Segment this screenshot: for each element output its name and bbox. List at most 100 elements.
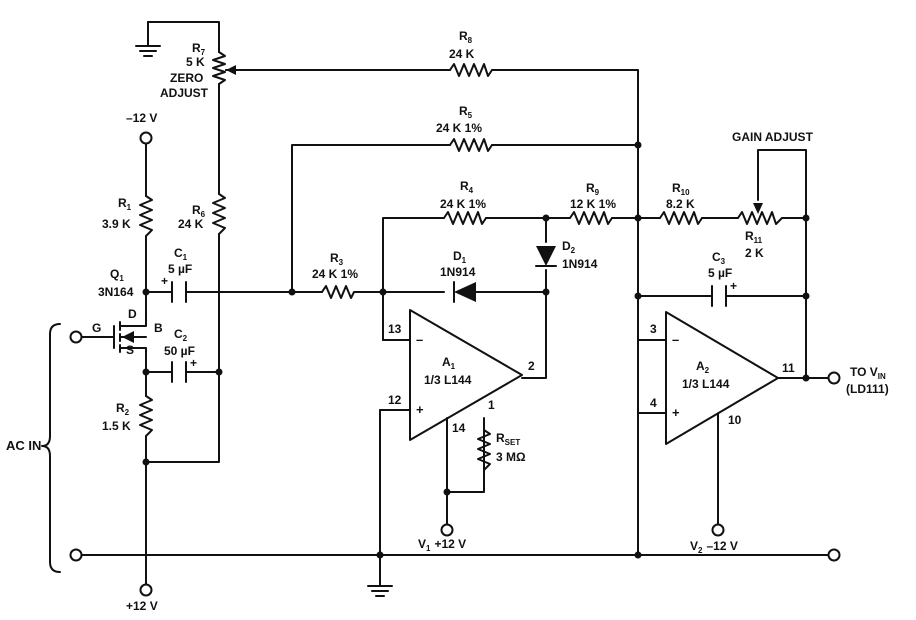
terminal-pos12v[interactable]	[139, 583, 153, 597]
q1-body-label: B	[154, 321, 163, 335]
resistor-r11	[737, 203, 783, 225]
r6-name: R6	[192, 203, 206, 219]
wire-d2-out	[521, 269, 547, 379]
wire-gain-adjust	[757, 149, 807, 219]
diode-d2	[535, 246, 557, 267]
a1-plus: +	[416, 402, 424, 417]
opamp-a1	[409, 309, 523, 441]
ld111-label: (LD111)	[846, 382, 889, 396]
r4-value: 24 K 1%	[440, 197, 486, 211]
wire-r8-right	[491, 69, 639, 556]
gain-adjust-label: GAIN ADJUST	[732, 130, 814, 144]
a1-value: 1/3 L144	[424, 373, 472, 387]
r4-name: R4	[460, 179, 474, 195]
a2-pin-4: 4	[650, 396, 657, 410]
r9-name: R9	[586, 181, 600, 197]
r7-adjust-label: ADJUST	[160, 86, 209, 100]
resistor-r4	[443, 211, 487, 225]
r10-name: R10	[672, 181, 690, 197]
terminal-v2[interactable]	[711, 523, 725, 537]
ground-icon	[135, 45, 161, 57]
resistor-r9	[569, 211, 613, 225]
a1-pin-1: 1	[488, 398, 495, 412]
resistor-r5	[449, 138, 493, 152]
c3-name: C3	[712, 250, 726, 266]
terminal-to-vin[interactable]	[827, 371, 841, 385]
capacitor-c1	[171, 281, 187, 303]
capacitor-c2	[171, 361, 187, 383]
resistor-r8	[449, 63, 493, 77]
a2-name: A2	[696, 359, 710, 375]
resistor-r6	[212, 193, 226, 235]
c2-name: C2	[174, 327, 188, 343]
opamp-a2	[665, 311, 779, 445]
resistor-r2	[139, 395, 153, 437]
pos12v-label: +12 V	[126, 599, 158, 613]
a2-minus: –	[672, 332, 679, 347]
terminal-ac-in-ground[interactable]	[69, 548, 83, 562]
rset-value: 3 MΩ	[496, 450, 526, 464]
a1-pin-13: 13	[388, 322, 402, 336]
resistor-r1	[139, 195, 153, 237]
r1-value: 3.9 K	[102, 217, 131, 231]
r8-name: R8	[459, 29, 473, 45]
c3-value: 5 µF	[708, 266, 732, 280]
v2-label: V2–12 V	[690, 539, 738, 555]
d2-value: 1N914	[562, 257, 598, 271]
c2-plus: +	[190, 356, 197, 370]
r7-value: 5 K	[186, 55, 205, 69]
r11-value: 2 K	[745, 246, 764, 260]
d1-value: 1N914	[440, 265, 476, 279]
r6-value: 24 K	[178, 217, 204, 231]
resistor-r3	[321, 285, 357, 299]
wiper-arrow-icon	[226, 65, 236, 75]
arrow-icon	[122, 331, 134, 343]
a1-name: A1	[442, 355, 456, 371]
q1-source-label: S	[126, 343, 134, 357]
r10-value: 8.2 K	[666, 197, 695, 211]
junction-dots	[142, 141, 810, 559]
a2-pin-11: 11	[782, 361, 795, 375]
c1-name: C1	[174, 246, 188, 262]
d1-name: D1	[453, 249, 467, 265]
r5-value: 24 K 1%	[436, 121, 482, 135]
resistor-r10	[659, 211, 703, 225]
wire-r7-top	[147, 21, 220, 53]
r1-name: R1	[118, 196, 132, 212]
terminal-neg12v[interactable]	[139, 131, 153, 145]
a1-minus: –	[416, 332, 423, 347]
q1-value: 3N164	[98, 285, 134, 299]
r3-name: R3	[330, 251, 344, 267]
r8-value: 24 K	[449, 47, 475, 61]
a1-pin-14: 14	[452, 421, 466, 435]
a2-pin-10: 10	[728, 413, 742, 427]
terminal-v1[interactable]	[440, 523, 454, 537]
q1-gate-label: G	[92, 321, 101, 335]
diode-d1	[453, 281, 476, 303]
ground-icon	[367, 585, 393, 597]
r2-name: R2	[116, 401, 130, 417]
wire-r5-left	[291, 144, 451, 291]
ac-in-label: AC IN	[6, 438, 41, 453]
r3-value: 24 K 1%	[312, 267, 358, 281]
r11-name: R11	[745, 229, 763, 245]
a1-pin-12: 12	[388, 393, 402, 407]
c3-plus: +	[730, 279, 737, 293]
rset-name: RSET	[496, 431, 520, 447]
a2-plus: +	[672, 405, 680, 420]
c2-value: 50 µF	[164, 344, 195, 358]
wire-rset-loop	[446, 417, 485, 493]
neg12v-label: –12 V	[126, 111, 157, 125]
wiper-arrow-icon	[753, 203, 763, 214]
wire-r6-bottom	[145, 233, 220, 463]
terminal-ground-right[interactable]	[827, 548, 841, 562]
r2-value: 1.5 K	[102, 419, 131, 433]
wire-r4-left	[382, 217, 445, 341]
terminal-ac-in-gate[interactable]	[69, 330, 83, 344]
wiring	[79, 21, 831, 587]
to-vin-label: TO VIN	[850, 365, 886, 381]
a2-pin-3: 3	[650, 322, 657, 336]
d2-name: D2	[562, 239, 576, 255]
q1-drain-label: D	[128, 307, 137, 321]
